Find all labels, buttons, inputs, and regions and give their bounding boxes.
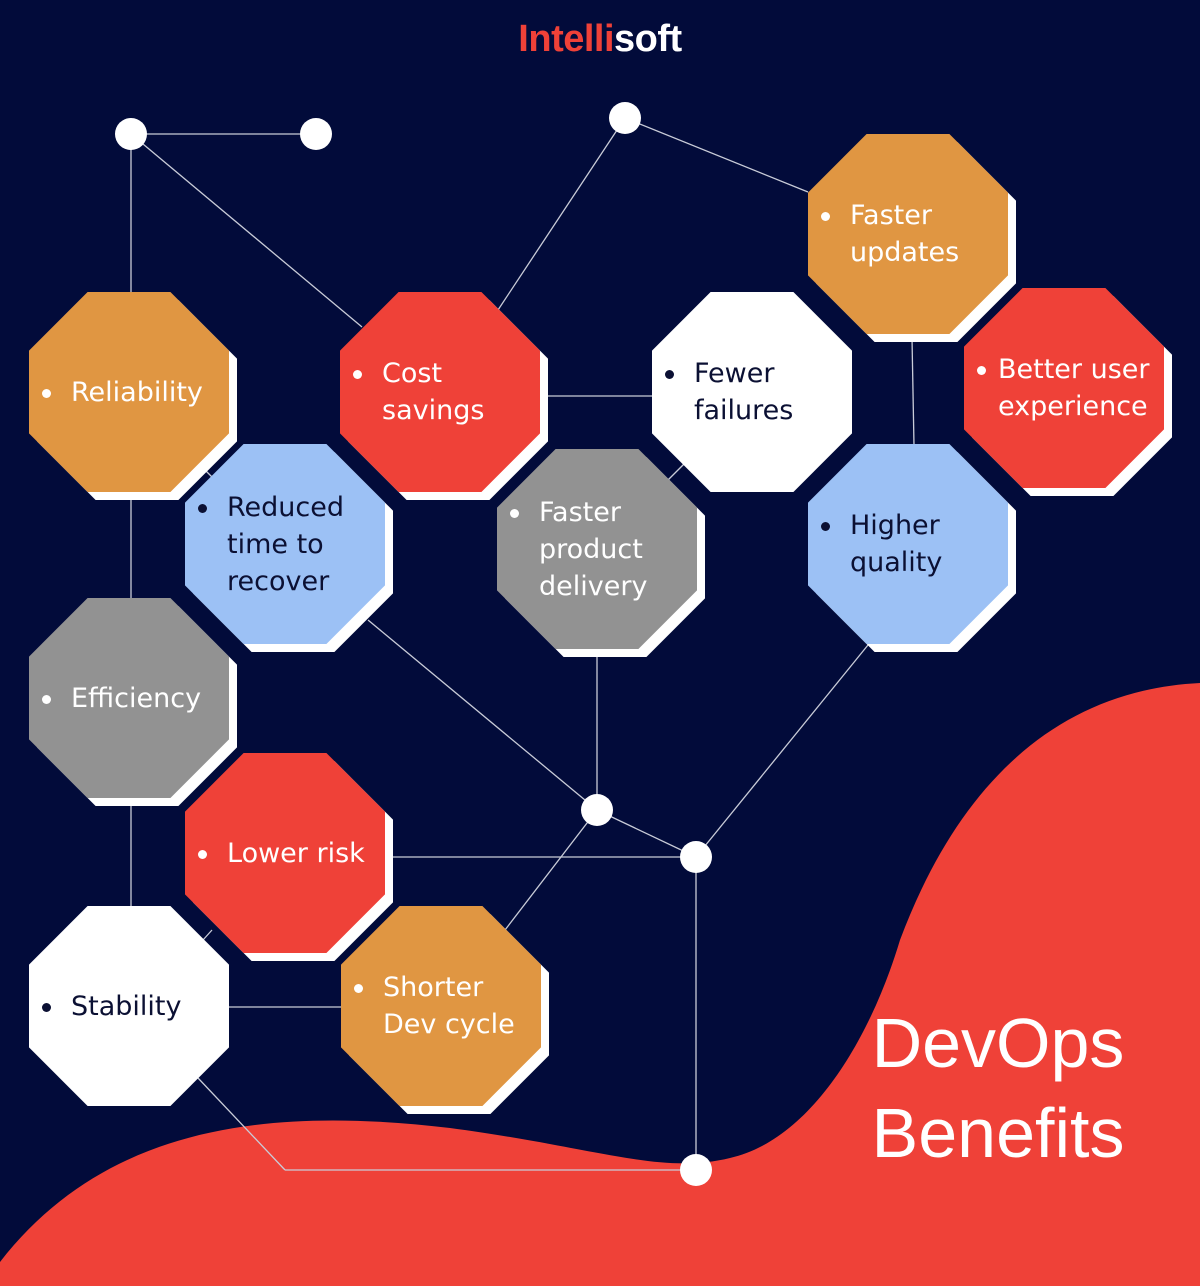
title-line: Benefits [871,1094,1125,1172]
benefit-label: Reliability [71,376,203,408]
benefit-label: recover [227,565,330,597]
benefit-label: Better user [998,354,1150,385]
intellisoft-logo: Intellisoft [518,18,682,60]
benefit-label: Stability [71,990,182,1022]
benefit-fewer-failures: Fewer failures [652,292,852,492]
node-dot [680,1154,712,1186]
benefit-label: updates [850,237,960,268]
benefit-label: time to [227,528,324,560]
benefit-cost-savings: Cost savings [340,292,548,500]
benefit-label: delivery [539,570,648,602]
benefit-lower-risk: Lower risk [185,753,393,961]
benefit-label: failures [694,395,794,426]
benefit-label: Cost [382,358,443,389]
benefit-better-user-experience: Better user experience [964,288,1172,496]
benefit-reduced-time-to-recover: Reduced time to recover [185,444,393,652]
title-line: DevOps [871,1004,1125,1082]
benefit-efficiency: Efficiency [29,598,237,806]
benefit-stability: Stability [29,906,229,1106]
benefit-label: Efficiency [71,682,202,714]
benefit-label: Fewer [694,358,775,389]
benefit-faster-updates: Faster updates [808,134,1016,342]
page-title: DevOps Benefits [820,998,1176,1178]
benefit-shorter-dev-cycle: Shorter Dev cycle [341,906,549,1114]
benefit-label: Reduced [227,491,345,523]
node-dot [581,794,613,826]
benefit-label: Higher [850,510,940,541]
benefit-label: experience [998,391,1148,422]
benefit-reliability: Reliability [29,292,237,500]
benefit-label: Faster [539,496,621,528]
node-dot [115,118,147,150]
benefit-label: product [539,533,643,565]
benefit-label: quality [850,547,943,578]
node-dot [680,841,712,873]
benefit-label: Faster [850,200,932,231]
benefit-label: Lower risk [227,837,365,869]
red-wave-shape [0,683,1200,1286]
node-dot [609,102,641,134]
benefit-label: savings [382,395,485,426]
benefit-higher-quality: Higher quality [808,444,1016,652]
benefit-label: Dev cycle [383,1009,515,1040]
benefit-label: Shorter [383,972,484,1003]
connector-nodes [115,102,712,1186]
connector-lines [130,117,915,1171]
node-dot [300,118,332,150]
benefit-faster-product-delivery: Faster product delivery [497,449,705,657]
